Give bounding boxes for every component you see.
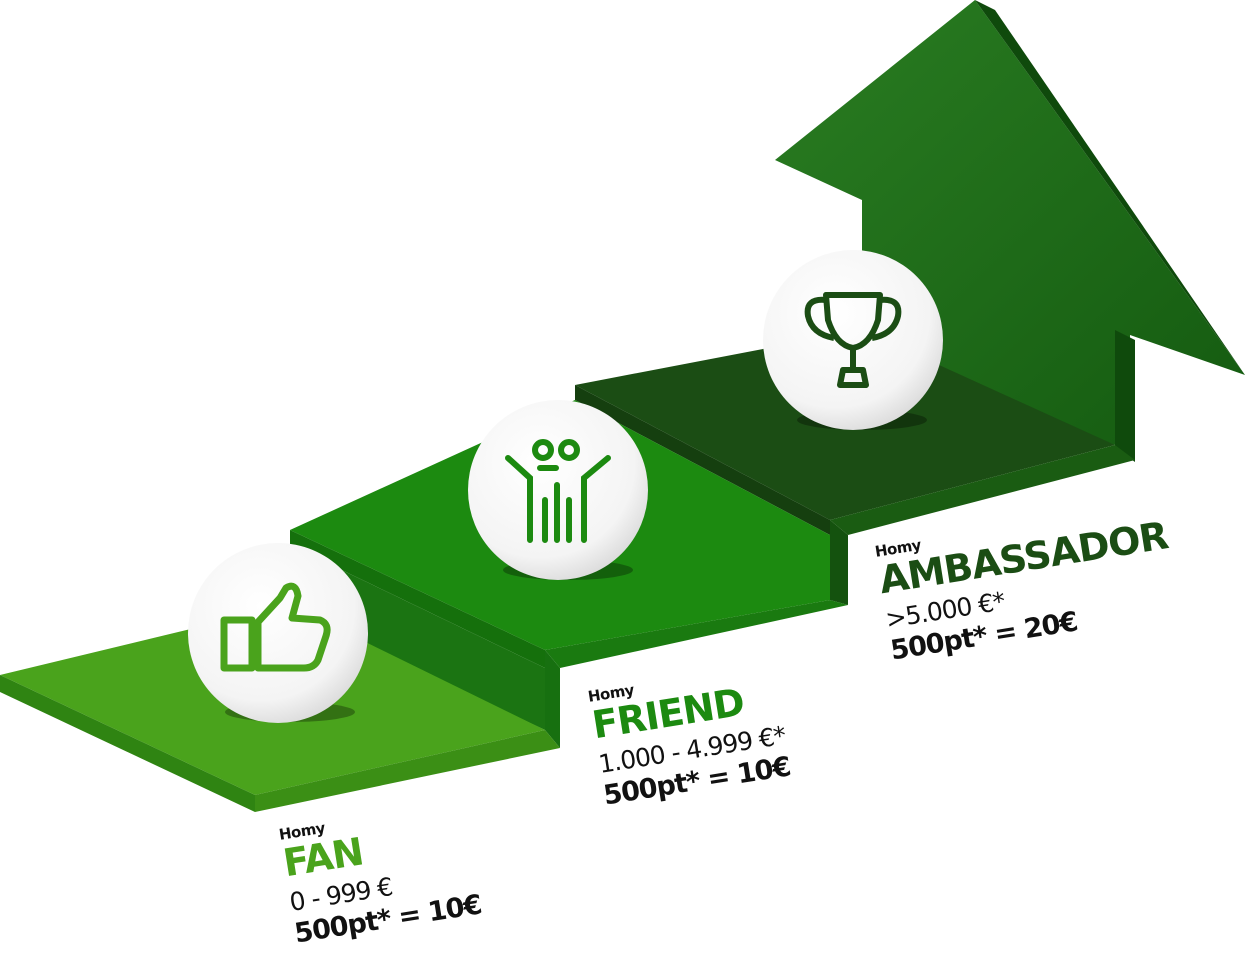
- friends-icon: [505, 439, 611, 543]
- ambassador-badge: [763, 250, 943, 430]
- trophy-icon: [804, 292, 902, 388]
- fan-badge: [188, 543, 368, 723]
- thumbs-up-icon: [220, 582, 331, 672]
